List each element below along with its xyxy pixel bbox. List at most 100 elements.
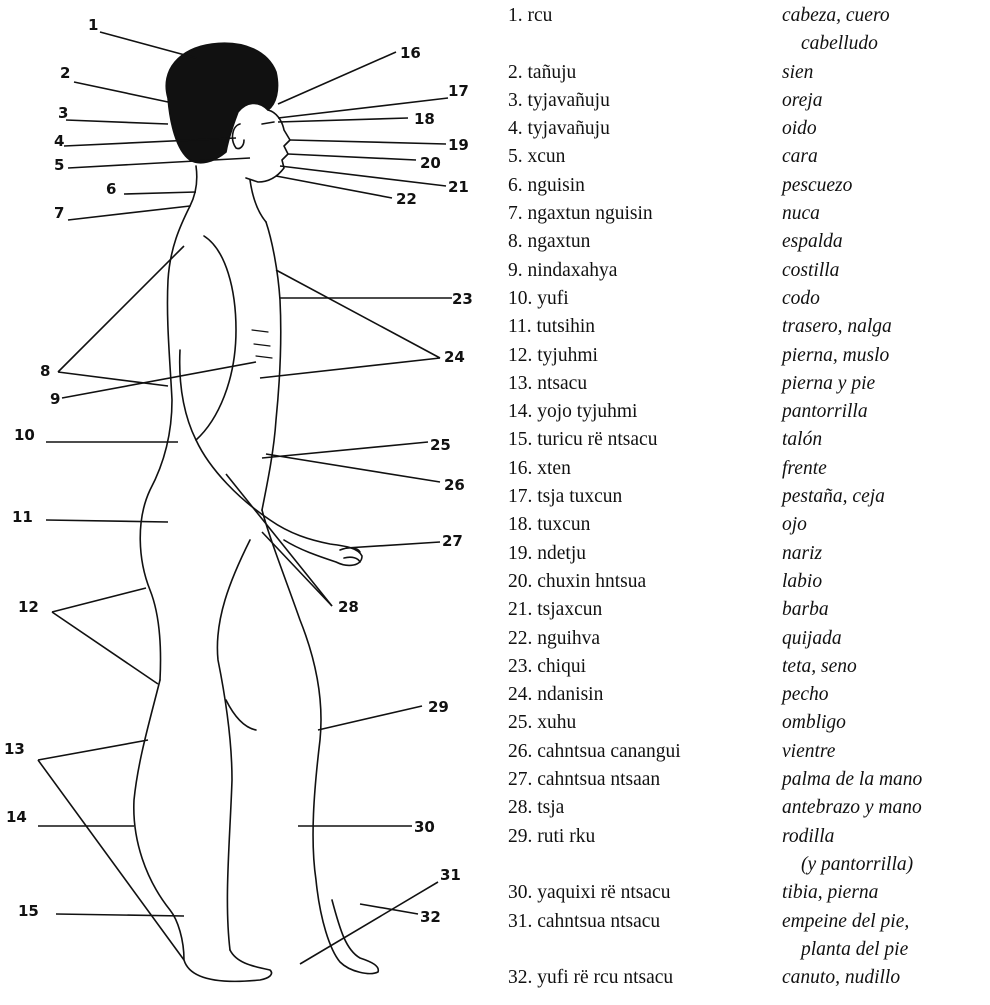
label-23: 23: [452, 290, 473, 308]
glossary-entry: 14. yojo tyjuhmi pantorrilla: [508, 398, 988, 426]
leader-26: [266, 454, 440, 482]
leader-8a: [58, 246, 184, 372]
entry-term: 17. tsja tuxcun: [508, 483, 622, 511]
entry-term: 18. tuxcun: [508, 511, 590, 539]
entry-gloss: trasero, nalga: [782, 313, 892, 341]
glossary-entry: 25. xuhu ombligo: [508, 709, 988, 737]
label-20: 20: [420, 154, 441, 172]
entry-term: 28. tsja: [508, 794, 564, 822]
leader-5: [68, 158, 250, 168]
glossary-entry: 24. ndanisinpecho: [508, 681, 988, 709]
entry-term: 2. tañuju: [508, 59, 576, 87]
label-19: 19: [448, 136, 469, 154]
inner-leg: [217, 540, 250, 950]
entry-gloss: cara: [782, 143, 818, 171]
hand-fingers: [340, 548, 360, 562]
label-25: 25: [430, 436, 451, 454]
entry-term: 25. xuhu: [508, 709, 576, 737]
glossary-entry: 10. yuficodo: [508, 285, 988, 313]
label-7: 7: [54, 204, 64, 222]
label-32: 32: [420, 908, 441, 926]
glossary-entry: 16. xtenfrente: [508, 455, 988, 483]
entry-gloss: frente: [782, 455, 827, 483]
leader-27: [346, 542, 440, 548]
glossary-entry: 7. ngaxtun nguisinnuca: [508, 200, 988, 228]
entry-gloss: tibia, pierna: [782, 879, 878, 907]
label-14: 14: [6, 808, 27, 826]
leader-13a: [38, 740, 148, 760]
label-30: 30: [414, 818, 435, 836]
entry-gloss-cont: (y pantorrilla): [801, 851, 913, 879]
body-diagram: 1 2 3 4 5 6 7 8 9 10 11 12 13 14 15 16 1…: [0, 0, 490, 1005]
glossary-entry: 4. tyjavañuju oido: [508, 115, 988, 143]
label-9: 9: [50, 390, 60, 408]
glossary-entry: 3. tyjavañuju oreja: [508, 87, 988, 115]
glossary-list: 1. rcucabeza, cuerocabelludo 2. tañujusi…: [508, 2, 988, 992]
label-18: 18: [414, 110, 435, 128]
leader-3: [66, 120, 168, 124]
entry-term: 20. chuxin hntsua: [508, 568, 646, 596]
leader-8b: [58, 372, 168, 386]
glossary-entry: 15. turicu rë ntsacutalón: [508, 426, 988, 454]
entry-gloss: empeine del pie,: [782, 908, 909, 936]
entry-gloss: oreja: [782, 87, 822, 115]
arm-inner: [180, 350, 196, 440]
label-13: 13: [4, 740, 25, 758]
entry-gloss: oido: [782, 115, 817, 143]
glossary-entry: 1. rcucabeza, cuerocabelludo: [508, 2, 988, 59]
leader-6: [124, 192, 196, 194]
glossary-entry: 19. ndetjunariz: [508, 540, 988, 568]
entry-gloss: canuto, nudillo: [782, 964, 900, 992]
entry-term: 3. tyjavañuju: [508, 87, 610, 115]
back-outline: [140, 206, 190, 680]
leader-22: [276, 176, 392, 198]
leader-12b: [52, 612, 158, 684]
entry-gloss: labio: [782, 568, 822, 596]
entry-gloss: pantorrilla: [782, 398, 868, 426]
glossary-entry: 28. tsja antebrazo y mano: [508, 794, 988, 822]
label-22: 22: [396, 190, 417, 208]
label-4: 4: [54, 132, 64, 150]
label-24: 24: [444, 348, 465, 366]
entry-gloss: vientre: [782, 738, 835, 766]
entry-term: 15. turicu rë ntsacu: [508, 426, 657, 454]
entry-gloss: ojo: [782, 511, 807, 539]
entry-term: 8. ngaxtun: [508, 228, 590, 256]
label-2: 2: [60, 64, 70, 82]
label-11: 11: [12, 508, 33, 526]
glossary-entry: 32. yufi rë rcu ntsacucanuto, nudillo: [508, 964, 988, 992]
neck-outline: [190, 166, 266, 222]
leader-9: [62, 362, 256, 398]
entry-term: 19. ndetju: [508, 540, 586, 568]
entry-gloss: nuca: [782, 200, 820, 228]
body-figure-svg: 1 2 3 4 5 6 7 8 9 10 11 12 13 14 15 16 1…: [0, 0, 490, 1005]
entry-term: 27. cahntsua ntsaan: [508, 766, 660, 794]
entry-term: 5. xcun: [508, 143, 565, 171]
label-6: 6: [106, 180, 116, 198]
entry-term: 29. ruti rku: [508, 823, 595, 851]
leader-31: [300, 882, 438, 964]
entry-gloss: barba: [782, 596, 829, 624]
entry-gloss: antebrazo y mano: [782, 794, 922, 822]
leader-12a: [52, 588, 146, 612]
glossary-entry: 18. tuxcun ojo: [508, 511, 988, 539]
leader-18: [278, 118, 408, 122]
leader-32: [360, 904, 418, 914]
entry-gloss: pestaña, ceja: [782, 483, 885, 511]
face-outline: [246, 110, 290, 182]
entry-term: 22. nguihva: [508, 625, 600, 653]
entry-gloss: ombligo: [782, 709, 846, 737]
entry-term: 4. tyjavañuju: [508, 115, 610, 143]
label-16: 16: [400, 44, 421, 62]
label-3: 3: [58, 104, 68, 122]
hair-shape: [166, 43, 277, 163]
label-10: 10: [14, 426, 35, 444]
label-8: 8: [40, 362, 50, 380]
entry-term: 14. yojo tyjuhmi: [508, 398, 637, 426]
